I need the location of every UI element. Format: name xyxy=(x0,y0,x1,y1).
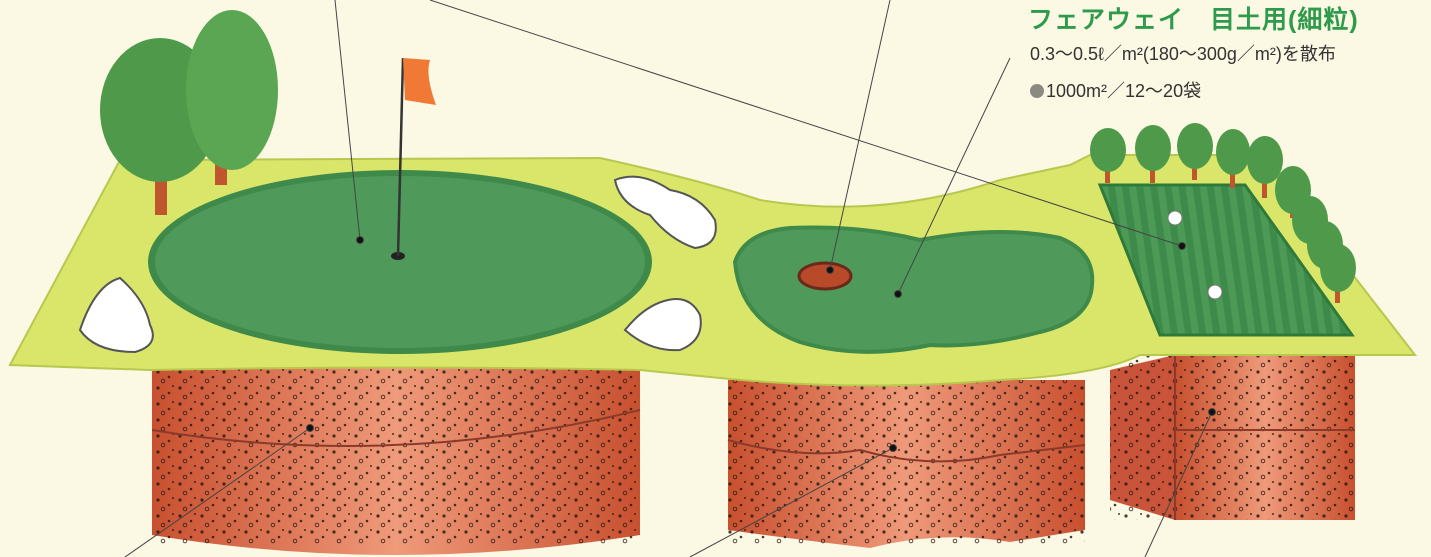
fairway-green-area xyxy=(735,228,1092,352)
soil-cross-section-right xyxy=(1110,355,1355,520)
bullet-dot-icon xyxy=(1030,84,1044,98)
bags-per-area-text: 1000m²／12〜20袋 xyxy=(1046,81,1201,101)
soil-cross-section-left xyxy=(152,365,640,555)
soil-cross-section-middle xyxy=(728,380,1085,548)
cup-hole-icon xyxy=(799,263,851,289)
golf-ball-icon xyxy=(1168,211,1182,225)
application-rate: 0.3〜0.5ℓ／m²(180〜300g／m²)を散布 xyxy=(1030,40,1336,66)
annotation-title: フェアウェイ 目土用(細粒) xyxy=(1028,0,1359,36)
bags-per-area: 1000m²／12〜20袋 xyxy=(1030,77,1201,103)
golf-ball-icon xyxy=(1208,285,1222,299)
